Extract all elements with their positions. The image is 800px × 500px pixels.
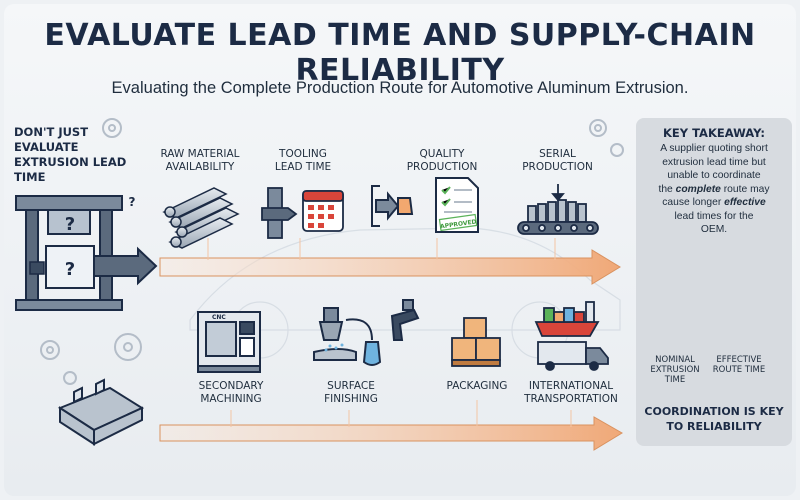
kt-text: route may: [720, 183, 770, 195]
coordination-note: COORDINATION IS KEY TO RELIABILITY: [636, 404, 792, 434]
extruded-profile-icon: [57, 378, 145, 446]
ship-truck-icon: [534, 301, 609, 371]
top-process-arrow: [159, 238, 621, 285]
step-label-line: RAW MATERIAL: [160, 148, 240, 160]
step-tooling: TOOLING LEAD TIME: [258, 148, 348, 174]
kt-line-5: cause longer effective: [640, 196, 788, 210]
step-label-line: PRODUCTION: [522, 161, 593, 173]
coordination-line: KEY TO RELIABILITY: [666, 405, 784, 433]
kt-text: cause longer: [662, 197, 725, 208]
bar-label-line: ROUTE TIME: [712, 365, 766, 375]
step-label-line: SECONDARY: [198, 380, 264, 392]
page-subtitle: Evaluating the Complete Production Route…: [111, 79, 689, 97]
step-serial: SERIAL PRODUCTION: [510, 148, 605, 174]
gear-icon: [40, 118, 624, 385]
question-mark-small: ?: [129, 195, 136, 209]
spray-gun-icon: [313, 299, 420, 366]
extrusion-press-icon: [15, 195, 158, 311]
step-packaging: PACKAGING: [432, 380, 522, 393]
kt-line: A supplier quoting short: [660, 143, 768, 154]
step-label-line: INTERNATIONAL: [528, 380, 614, 392]
step-label-line: MACHINING: [200, 393, 262, 405]
step-label-line: PACKAGING: [446, 380, 508, 392]
step-label-line: SURFACE: [327, 380, 375, 392]
kt-line: OEM.: [700, 224, 728, 235]
step-machining: SECONDARY MACHINING: [186, 380, 276, 406]
bar-label-effective: EFFECTIVE ROUTE TIME: [706, 355, 772, 375]
step-transport: INTERNATIONAL TRANSPORTATION: [516, 380, 626, 406]
step-label-line: QUALITY: [419, 148, 465, 160]
bar-label-line: TIME: [664, 375, 686, 385]
question-mark-bottom: ?: [65, 259, 75, 280]
left-note-line-2: EXTRUSION LEAD TIME: [14, 155, 127, 184]
bar-label-line: NOMINAL: [655, 355, 695, 365]
step-quality: QUALITY PRODUCTION: [392, 148, 492, 174]
bar-label-line: EFFECTIVE: [716, 355, 762, 365]
conveyor-icon: [517, 184, 599, 235]
tooling-calendar-icon: [261, 187, 344, 239]
step-label-line: PRODUCTION: [406, 161, 478, 173]
coordination-line: COORDINATION IS: [644, 405, 756, 418]
kt-emphasis: complete: [675, 183, 721, 195]
cnc-machine-icon: [197, 311, 261, 373]
step-label-line: TOOLING: [279, 148, 327, 160]
key-takeaway-panel: [636, 118, 792, 446]
left-note: DON'T JUST EVALUATE EXTRUSION LEAD TIME: [14, 125, 132, 185]
step-raw-material: RAW MATERIAL AVAILABILITY: [150, 148, 250, 174]
step-label-line: AVAILABILITY: [165, 161, 235, 173]
key-takeaway-heading: KEY TAKEAWAY:: [663, 126, 765, 140]
kt-emphasis: effective: [724, 197, 766, 208]
cnc-badge: CNC: [212, 314, 226, 321]
kt-line: unable to coordinate: [667, 170, 761, 181]
bottom-process-arrow: [159, 400, 623, 451]
step-label-line: TRANSPORTATION: [524, 393, 618, 405]
approved-document-icon: [371, 177, 479, 233]
bar-label-nominal: NOMINAL EXTRUSION TIME: [645, 355, 705, 385]
aluminum-bars-icon: [162, 187, 240, 249]
kt-line-4: the complete route may: [640, 183, 788, 197]
bar-label-line: EXTRUSION: [650, 365, 700, 375]
kt-line: lead times for the: [674, 210, 754, 222]
boxes-icon: [451, 317, 501, 367]
kt-line: extrusion lead time but: [662, 156, 766, 168]
step-finishing: SURFACE FINISHING: [306, 380, 396, 406]
step-label-line: LEAD TIME: [274, 161, 332, 173]
left-note-line-1: DON'T JUST EVALUATE: [14, 125, 89, 154]
step-label-line: FINISHING: [324, 393, 378, 405]
question-mark-top: ?: [65, 214, 75, 235]
page-title: EVALUATE LEAD TIME AND SUPPLY-CHAIN RELI…: [44, 18, 756, 88]
kt-text: the: [658, 183, 676, 195]
step-label-line: SERIAL: [539, 148, 576, 160]
key-takeaway-text: A supplier quoting short extrusion lead …: [640, 142, 788, 237]
